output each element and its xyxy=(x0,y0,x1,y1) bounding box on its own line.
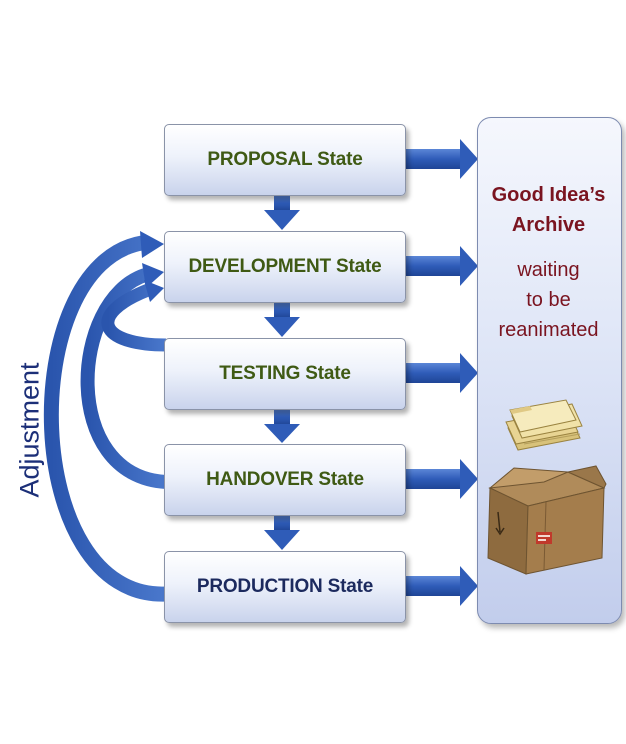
archive-subtitle-line1: waiting xyxy=(517,259,580,281)
down-arrows xyxy=(264,195,300,550)
development-state-label: DEVELOPMENT State xyxy=(188,256,382,277)
adjustment-arrow-testing-to-development xyxy=(101,283,167,352)
production-state-box: PRODUCTION State xyxy=(164,551,406,623)
down-arrow-development-to-testing xyxy=(264,302,300,337)
proposal-state-label: PROPOSAL State xyxy=(207,149,363,170)
archive-arrow-handover xyxy=(404,459,478,499)
handover-state-box: HANDOVER State xyxy=(164,444,406,516)
production-state-label: PRODUCTION State xyxy=(196,576,374,597)
proposal-state-box: PROPOSAL State xyxy=(164,124,406,196)
archive-arrow-testing xyxy=(404,353,478,393)
cardboard-box-icon xyxy=(487,465,607,575)
archive-arrow-production xyxy=(404,566,478,606)
adjustment-arrows xyxy=(43,231,167,602)
folders-icon xyxy=(505,399,583,451)
archive-title-line2: Archive xyxy=(511,214,586,236)
archive-subtitle: waiting to be reanimated xyxy=(477,255,620,345)
adjustment-arrowhead-outer xyxy=(140,231,164,258)
adjustment-arrow-handover-to-development xyxy=(80,268,167,489)
adjustment-label: Adjustment xyxy=(14,362,45,498)
archive-title-line1: Good Idea’s xyxy=(491,184,606,206)
archive-arrows xyxy=(404,139,478,606)
handover-state-label: HANDOVER State xyxy=(206,469,364,490)
adjustment-arrowhead-inner xyxy=(144,280,164,302)
development-state-box: DEVELOPMENT State xyxy=(164,231,406,303)
archive-subtitle-line2: to be xyxy=(526,289,571,311)
testing-state-label: TESTING State xyxy=(219,363,351,384)
archive-title: Good Idea’s Archive xyxy=(477,180,620,240)
archive-arrow-development xyxy=(404,246,478,286)
archive-subtitle-line3: reanimated xyxy=(498,319,599,341)
testing-state-box: TESTING State xyxy=(164,338,406,410)
down-arrow-testing-to-handover xyxy=(264,409,300,443)
down-arrow-handover-to-production xyxy=(264,515,300,550)
adjustment-arrow-production-to-development xyxy=(43,235,167,602)
archive-arrow-proposal xyxy=(404,139,478,179)
down-arrow-proposal-to-development xyxy=(264,195,300,230)
